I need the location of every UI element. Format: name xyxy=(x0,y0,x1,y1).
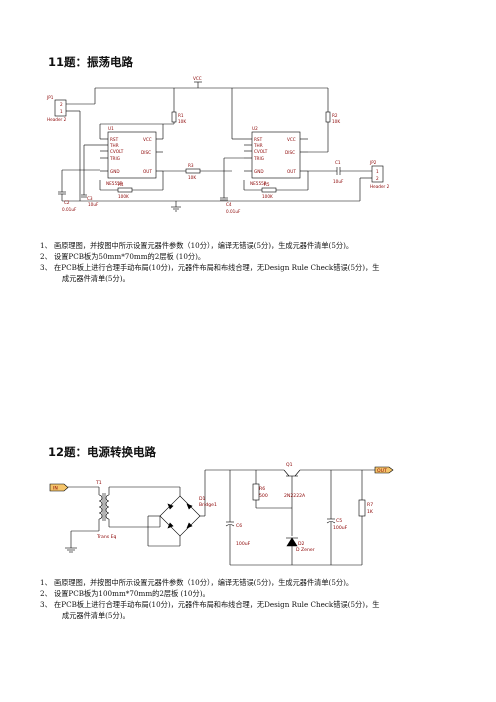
r5-value: 100K xyxy=(262,194,273,199)
r1-value: 10K xyxy=(178,119,186,124)
r6-ref: R6 xyxy=(259,486,265,492)
q1-name: 2N2222A xyxy=(284,493,306,499)
d2-name: D Zener xyxy=(296,547,315,553)
q12-title: 12题：电源转换电路 xyxy=(48,445,157,459)
c4-ref: C4 xyxy=(226,202,232,207)
u1-pin-rst: RST xyxy=(110,137,119,142)
jp2-name: Header 2 xyxy=(370,184,390,189)
d1-name: Bridge1 xyxy=(199,502,217,508)
r7-value: 1K xyxy=(367,509,374,515)
u2-pin-gnd: GND xyxy=(254,169,264,174)
jp2-pin-1: 1 xyxy=(376,169,379,174)
c1-ref: C1 xyxy=(335,160,341,165)
r4-ref: R4 xyxy=(118,182,124,187)
u1-part: NE555P xyxy=(106,181,123,186)
q12-req-3: 3、 在PCB板上进行合理手动布局(10分)，元器件布局和布线合理，无Desig… xyxy=(40,600,380,609)
q11-req-2: 2、 设置PCB板为50mm*70mm的2层板 (10分)。 xyxy=(40,252,206,261)
jp1-pin-1: 1 xyxy=(60,109,63,114)
r3-value: 10K xyxy=(188,175,196,180)
q12-req-3-cont: 成元器件清单(5分)。 xyxy=(62,611,130,620)
d1-ref: D1 xyxy=(199,496,206,502)
u2-ref: U2 xyxy=(252,126,258,131)
t1-ref: T1 xyxy=(95,480,102,486)
r2-value: 10K xyxy=(332,119,340,124)
u1-pin-trig: TRIG xyxy=(109,156,120,161)
u2-pin-rst: RST xyxy=(254,137,263,142)
r5-ref: R5 xyxy=(264,182,270,187)
jp2-ref: JP2 xyxy=(369,160,377,165)
in-port-label: IN xyxy=(53,486,58,492)
u1-pin-disc: DISC xyxy=(141,150,151,155)
u1-pin-thr: THR xyxy=(109,143,119,148)
u1-pin-cvolt: CVOLT xyxy=(110,149,124,154)
q12-req-2: 2、 设置PCB板为100mm*70mm的2层板 (10分)。 xyxy=(40,589,210,598)
u1-pin-vcc: VCC xyxy=(143,137,152,142)
u1-ref: U1 xyxy=(108,126,114,131)
r1-ref: R1 xyxy=(178,113,184,118)
q12-schematic: IN OUT T1 Trans Eq D1 Bridge1 C6 100uF R… xyxy=(49,462,394,566)
u2-part: NE555P xyxy=(250,181,267,186)
c2-ref: C2 xyxy=(64,200,70,205)
q12-req-1: 1、 画原理图，并按图中所示设置元器件参数（10分），编译无错误(5分)，生成元… xyxy=(40,578,354,587)
r2-ref: R2 xyxy=(332,113,338,118)
jp1-ref: JP1 xyxy=(46,95,54,100)
q1-ref: Q1 xyxy=(286,462,293,468)
r7-ref: R7 xyxy=(367,502,373,508)
c6-ref: C6 xyxy=(236,523,242,529)
c5-value: 100uF xyxy=(333,525,348,531)
t1-name: Trans Eq xyxy=(96,534,117,540)
jp1-name: Header 2 xyxy=(47,117,67,122)
c3-value: 10uF xyxy=(88,202,99,207)
out-port-label: OUT xyxy=(377,468,387,474)
r6-value: 500 xyxy=(259,493,268,499)
q11-requirements: 1、 画原理图，并按图中所示设置元器件参数（10分），编译无错误(5分)，生成元… xyxy=(40,240,460,284)
q11-req-1: 1、 画原理图，并按图中所示设置元器件参数（10分），编译无错误(5分)，生成元… xyxy=(40,241,354,250)
q11-req-3: 3、 在PCB板上进行合理手动布局(10分)，元器件布局和布线合理，无Desig… xyxy=(40,263,380,272)
c2-value: 0.01uF xyxy=(62,207,77,212)
c1-value: 10uF xyxy=(333,179,344,184)
q11-title: 11题：振荡电路 xyxy=(48,55,134,69)
u2-pin-trig: TRIG xyxy=(253,156,264,161)
u1-pin-gnd: GND xyxy=(110,169,120,174)
q12-requirements: 1、 画原理图，并按图中所示设置元器件参数（10分），编译无错误(5分)，生成元… xyxy=(40,577,460,621)
q11-req-3-cont: 成元器件清单(5分)。 xyxy=(62,274,130,283)
u2-pin-cvolt: CVOLT xyxy=(254,149,268,154)
c4-value: 0.01uF xyxy=(226,209,241,214)
u2-pin-vcc: VCC xyxy=(287,137,296,142)
d2-ref: D2 xyxy=(298,541,305,547)
q11-schematic: VCC JP1 Header 2 2 1 U1 NE555P RST THR C… xyxy=(46,76,390,214)
jp1-pin-2: 2 xyxy=(60,102,63,107)
vcc-label: VCC xyxy=(193,76,202,81)
r3-ref: R3 xyxy=(188,163,194,168)
u2-pin-thr: THR xyxy=(253,143,263,148)
u2-pin-out: OUT xyxy=(287,169,296,174)
c3-ref: C3 xyxy=(87,196,93,201)
u1-pin-out: OUT xyxy=(143,169,152,174)
u2-pin-disc: DISC xyxy=(285,150,295,155)
c6-value: 100uF xyxy=(236,541,251,547)
r4-value: 100K xyxy=(118,194,129,199)
c5-ref: C5 xyxy=(336,518,342,524)
jp2-pin-2: 2 xyxy=(376,176,379,181)
